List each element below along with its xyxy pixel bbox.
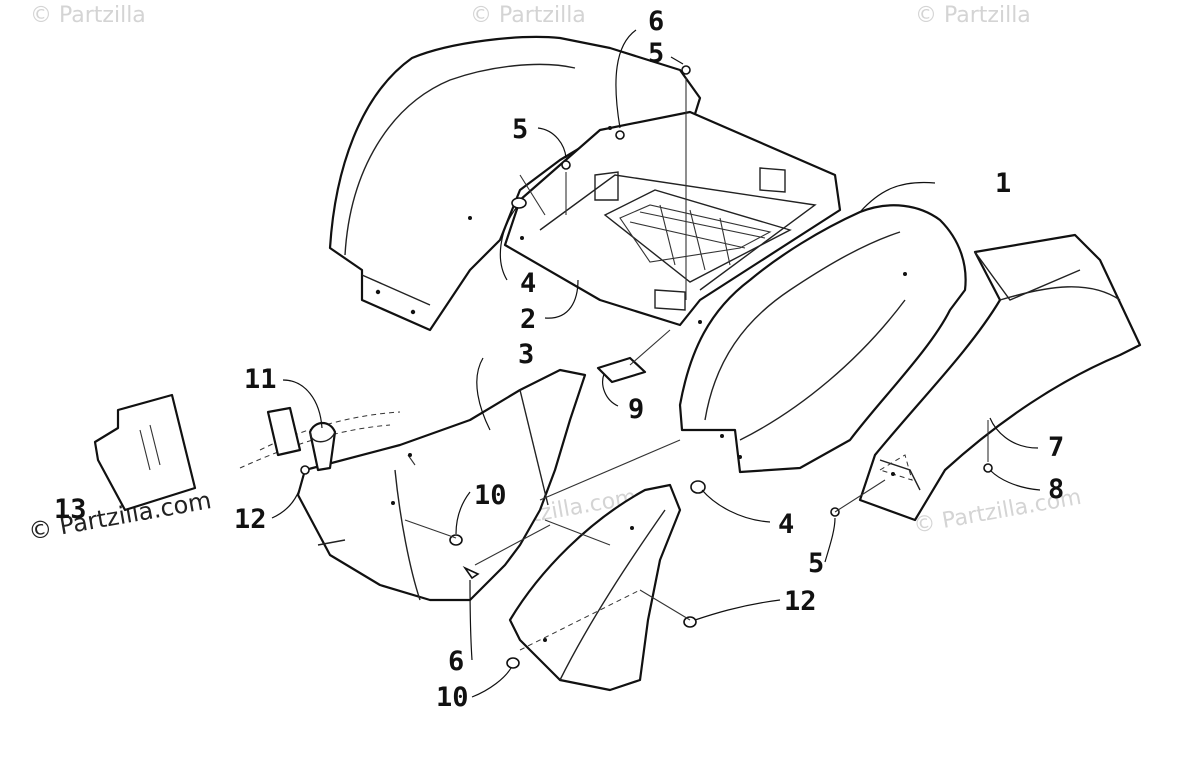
rack-plate	[503, 110, 842, 327]
callout-7: 7	[1048, 432, 1064, 463]
side-plate	[93, 393, 197, 512]
leader-lines	[271, 29, 1041, 698]
callout-12-left: 12	[234, 504, 267, 535]
callout-10-upper: 10	[474, 480, 507, 511]
hardware	[300, 65, 993, 669]
callout-8: 8	[1048, 474, 1064, 505]
callout-13: 13	[54, 494, 87, 525]
callout-5-rack: 5	[512, 114, 528, 145]
mud-flap	[508, 483, 682, 692]
callout-6-top: 6	[648, 6, 664, 37]
left-side-panel	[296, 368, 587, 602]
callout-3: 3	[518, 339, 534, 370]
callout-9: 9	[628, 394, 644, 425]
alignment-lines	[404, 78, 989, 651]
callout-5-top: 5	[648, 38, 664, 69]
callout-5-lower: 5	[808, 548, 824, 579]
callout-10-lower: 10	[436, 682, 469, 713]
mounting-bracket	[596, 356, 647, 384]
watermark-top-left: © Partzilla	[30, 3, 146, 28]
watermark-top-center: © Partzilla	[470, 3, 586, 28]
callout-2: 2	[520, 304, 536, 335]
center-fender	[678, 204, 967, 474]
watermark-top-right: © Partzilla	[915, 3, 1031, 28]
callout-4-lower: 4	[778, 509, 794, 540]
callouts: 6 5 5 1 4 2 3 11 9 12 13 10 4 5 7 8 12 6…	[54, 6, 1064, 713]
callout-12-right: 12	[784, 586, 817, 617]
callout-6-lower: 6	[448, 646, 464, 677]
clamp-assembly	[239, 406, 401, 472]
callout-11: 11	[244, 364, 277, 395]
callout-4-upper: 4	[520, 268, 536, 299]
callout-1: 1	[995, 168, 1011, 199]
right-side-fender	[858, 233, 1142, 522]
